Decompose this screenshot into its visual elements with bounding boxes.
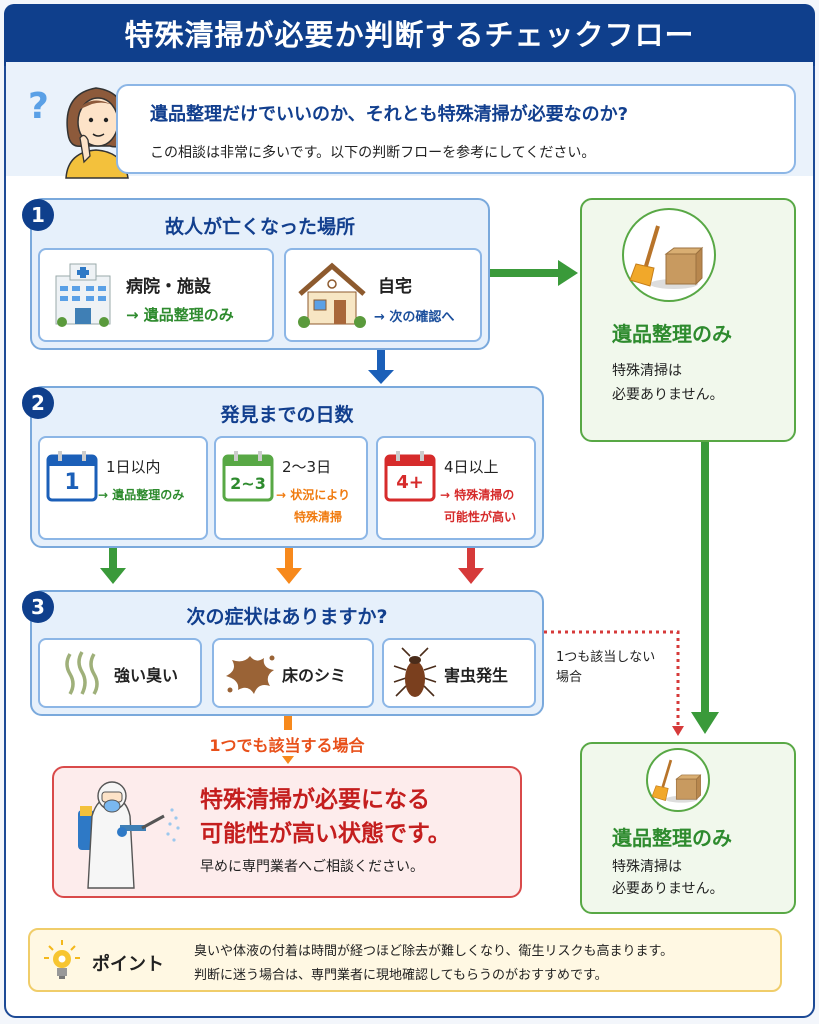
- point-line2: 判断に迷う場合は、専門業者に現地確認してもらうのがおすすめです。: [194, 968, 608, 983]
- symptom-odor-label: 強い臭い: [114, 666, 179, 685]
- result-only-top-line1: 特殊清掃は: [612, 363, 682, 379]
- arrow-down-blue: [368, 350, 394, 384]
- none-apply-label-line2: 場合: [556, 670, 583, 685]
- option-2-3days-result-line2: 特殊清掃: [294, 510, 343, 524]
- point-label: ポイント: [92, 954, 164, 975]
- result-special-note: 早めに専門業者へご相談ください。: [200, 859, 424, 875]
- step1-number: 1: [22, 199, 54, 231]
- result-special-line1: 特殊清掃が必要になる: [200, 787, 430, 813]
- result-only-top-title: 遺品整理のみ: [612, 322, 732, 346]
- intro-subtext: この相談は非常に多いです。以下の判断フローを参考にしてください。: [150, 145, 596, 161]
- cleaner-in-protective-suit-icon: [78, 781, 180, 889]
- arrow-down-green-long: [691, 442, 719, 734]
- cockroach-icon: [393, 647, 437, 697]
- calendar-2-3-icon: [222, 451, 274, 502]
- option-4days-result-line1: → 特殊清掃の: [440, 488, 515, 502]
- intro-question: 遺品整理だけでいいのか、それとも特殊清掃が必要なのか?: [150, 104, 629, 125]
- calendar-1-icon: [46, 451, 98, 502]
- option-home-result: → 次の確認へ: [374, 310, 455, 325]
- calendar-2-3-badge: 2~3: [230, 474, 266, 493]
- odor-icon: [65, 651, 99, 695]
- option-4days-label: 4日以上: [444, 458, 499, 476]
- symptom-stain-label: 床のシミ: [282, 666, 347, 685]
- step3-title: 次の症状はありますか?: [186, 606, 388, 628]
- arrow-down-orange: [276, 548, 302, 584]
- option-1day-label: 1日以内: [106, 458, 161, 476]
- hospital-icon: [55, 263, 111, 327]
- intro-callout: [116, 84, 796, 174]
- house-icon: [298, 262, 366, 328]
- any-apply-label: 1つでも該当する場合: [209, 736, 365, 755]
- symptom-pests-label: 害虫発生: [444, 666, 509, 685]
- option-2-3days-label: 2〜3日: [282, 458, 332, 476]
- option-home: [284, 248, 482, 342]
- result-special-line2: 可能性が高い状態です。: [200, 821, 451, 847]
- lightbulb-icon: [44, 940, 80, 979]
- dotted-connector-none: [544, 630, 684, 736]
- stain-icon: [226, 655, 275, 694]
- step3-number: 3: [22, 591, 54, 623]
- arrow-down-orange-any: [282, 716, 294, 764]
- result-only-bottom-line1: 特殊清掃は: [612, 859, 682, 875]
- page-title: 特殊清掃が必要か判断するチェックフロー: [4, 4, 815, 66]
- option-hospital-label: 病院・施設: [126, 277, 211, 297]
- step2-number: 2: [22, 387, 54, 419]
- arrow-right-green: [490, 260, 578, 286]
- svg-text:?: ?: [28, 86, 49, 127]
- arrow-down-green: [100, 548, 126, 584]
- result-only-bottom-line2: 必要ありません。: [612, 881, 724, 897]
- symptom-stain: [212, 638, 374, 708]
- none-apply-label-line1: 1つも該当しない: [556, 650, 656, 665]
- calendar-1-badge: 1: [64, 470, 80, 495]
- point-box: [28, 928, 782, 992]
- option-1day-result: → 遺品整理のみ: [98, 488, 185, 502]
- broom-box-icon: [629, 225, 704, 289]
- option-2-3days-result-line1: → 状況により: [276, 488, 350, 502]
- step1-title: 故人が亡くなった場所: [164, 216, 355, 238]
- result-only-bottom-title: 遺品整理のみ: [612, 826, 732, 850]
- point-line1: 臭いや体液の付着は時間が経つほど除去が難しくなり、衛生リスクも高まります。: [194, 944, 674, 959]
- broom-box-icon: [651, 759, 702, 803]
- option-4days-result-line2: 可能性が高い: [444, 510, 517, 524]
- step2-title: 発見までの日数: [220, 404, 354, 426]
- arrow-down-red: [458, 548, 484, 584]
- calendar-4plus-icon: [384, 451, 436, 502]
- symptom-odor: [38, 638, 202, 708]
- result-only-top-line2: 必要ありません。: [612, 387, 724, 403]
- option-home-label: 自宅: [378, 277, 412, 297]
- calendar-4plus-badge: 4+: [396, 472, 424, 493]
- option-hospital-result: → 遺品整理のみ: [126, 306, 234, 324]
